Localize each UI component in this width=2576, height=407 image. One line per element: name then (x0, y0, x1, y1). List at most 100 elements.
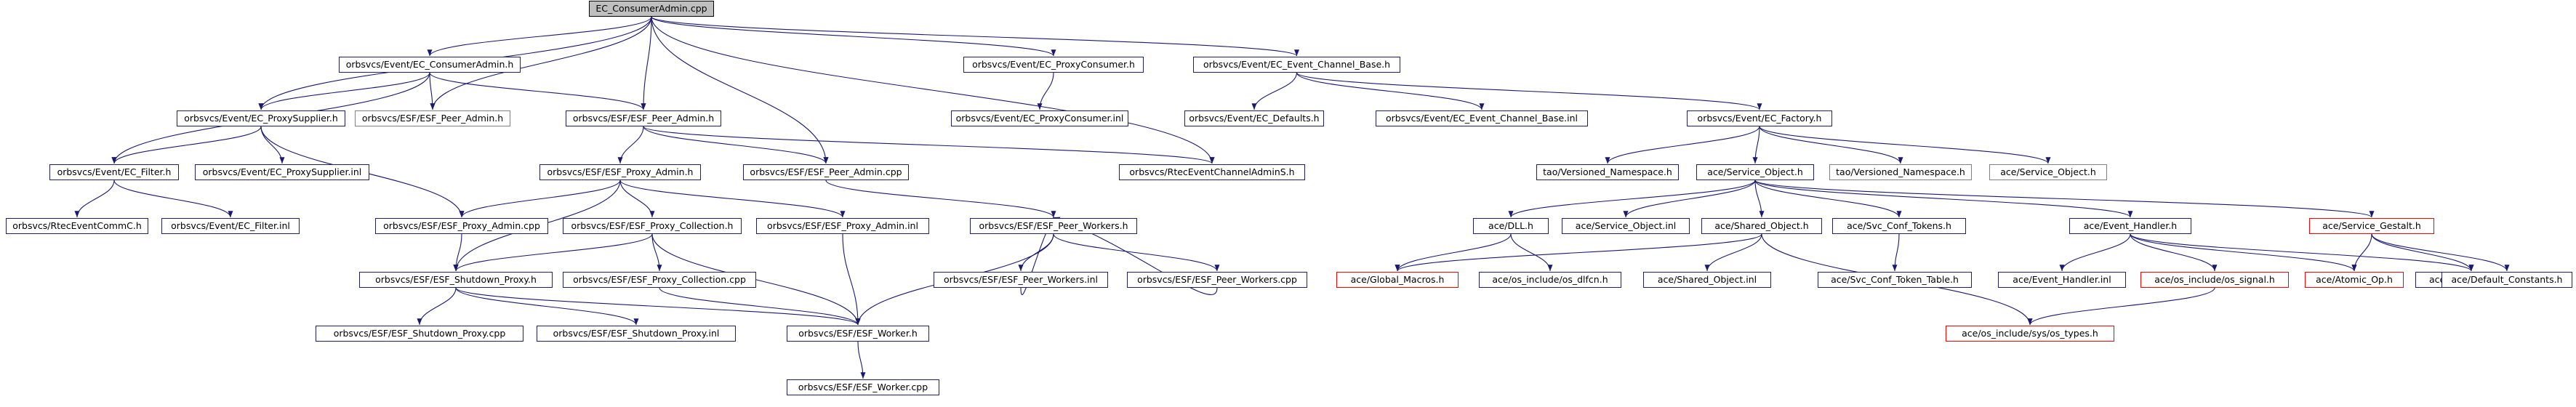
graph-node-label: orbsvcs/RtecEventCommC.h (12, 219, 142, 231)
graph-edge (1037, 72, 1054, 110)
graph-node-orbsvcs-esf-esf-peer-admin-cpp[interactable]: orbsvcs/ESF/ESF_Peer_Admin.cpp (743, 164, 909, 180)
graph-node-orbsvcs-esf-esf-worker-cpp[interactable]: orbsvcs/ESF/ESF_Worker.cpp (787, 379, 939, 395)
graph-node-orbsvcs-event-ec-proxyconsumer-inl[interactable]: orbsvcs/Event/EC_ProxyConsumer.inl (951, 110, 1128, 126)
graph-node-label: orbsvcs/ESF/ESF_Proxy_Admin.inl (767, 219, 918, 231)
graph-node-label: orbsvcs/ESF/ESF_Peer_Workers.cpp (1137, 273, 1297, 285)
graph-node-ace-service-object-h[interactable]: ace/Service_Object.h (1989, 164, 2107, 180)
graph-edge (1018, 233, 1054, 272)
graph-edge (2130, 233, 2218, 272)
graph-edge (651, 16, 1215, 164)
graph-edge (1759, 126, 1903, 164)
graph-edge (1759, 126, 2051, 164)
graph-node-label: ace/os_include/os_dlfcn.h (1492, 273, 1608, 285)
graph-node-orbsvcs-esf-esf-peer-admin-h[interactable]: orbsvcs/ESF/ESF_Peer_Admin.h (355, 110, 510, 126)
graph-node-orbsvcs-event-ec-defaults-h[interactable]: orbsvcs/Event/EC_Defaults.h (1184, 110, 1324, 126)
graph-node-orbsvcs-esf-esf-proxy-admin-cpp[interactable]: orbsvcs/ESF/ESF_Proxy_Admin.cpp (375, 218, 548, 234)
graph-node-label: ace/os_include/sys/os_types.h (1962, 327, 2098, 339)
graph-edge (1251, 72, 1298, 110)
graph-node-orbsvcs-event-ec-factory-h[interactable]: orbsvcs/Event/EC_Factory.h (1687, 110, 1832, 126)
graph-edge (641, 16, 652, 110)
graph-node-label: ace/Shared_Object.inl (1657, 273, 1757, 285)
graph-edge (1892, 233, 1900, 272)
graph-node-orbsvcs-event-ec-filter-h[interactable]: orbsvcs/Event/EC_Filter.h (49, 164, 179, 180)
graph-edge (651, 16, 1299, 57)
graph-edge (2027, 287, 2215, 326)
graph-node-orbsvcs-rteceventchanneladmins-h[interactable]: orbsvcs/RtecEventChannelAdminS.h (1119, 164, 1305, 180)
graph-node-label: ace/os_include/os_signal.h (2154, 273, 2275, 285)
graph-edge (643, 126, 1215, 164)
graph-edge (651, 16, 829, 164)
graph-node-label: orbsvcs/Event/EC_Filter.h (57, 166, 172, 177)
graph-node-ec-consumeradmin-cpp[interactable]: EC_ConsumerAdmin.cpp (589, 1, 714, 17)
graph-edge (1395, 233, 1762, 272)
graph-node-ace-svc-conf-tokens-h[interactable]: ace/Svc_Conf_Tokens.h (1832, 218, 1966, 234)
graph-node-ace-event-handler-inl[interactable]: ace/Event_Handler.inl (1998, 272, 2126, 288)
graph-node-ace-event-handler-h[interactable]: ace/Event_Handler.h (2069, 218, 2191, 234)
graph-node-ace-service-object-h[interactable]: ace/Service_Object.h (1696, 164, 1814, 180)
graph-edge (459, 180, 621, 218)
graph-node-label: ace/Service_Object.inl (1575, 219, 1677, 231)
graph-node-label: orbsvcs/ESF/ESF_Shutdown_Proxy.h (375, 273, 537, 285)
graph-node-ace-atomic-op-h[interactable]: ace/Atomic_Op.h (2305, 272, 2404, 288)
graph-edge (2371, 233, 2474, 272)
graph-node-orbsvcs-event-ec-proxyconsumer-h[interactable]: orbsvcs/Event/EC_ProxyConsumer.h (963, 57, 1144, 73)
graph-node-label: ace/Event_Handler.h (2083, 219, 2178, 231)
graph-edge (2130, 233, 2357, 272)
graph-node-ace-os-include-os-dlfcn-h[interactable]: ace/os_include/os_dlfcn.h (1479, 272, 1621, 288)
graph-node-orbsvcs-event-ec-proxysupplier-inl[interactable]: orbsvcs/Event/EC_ProxySupplier.inl (195, 164, 369, 180)
graph-node-orbsvcs-esf-esf-shutdown-proxy-inl[interactable]: orbsvcs/ESF/ESF_Shutdown_Proxy.inl (537, 326, 736, 342)
graph-node-orbsvcs-event-ec-event-channel-base-inl[interactable]: orbsvcs/Event/EC_Event_Channel_Base.inl (1376, 110, 1588, 126)
graph-node-orbsvcs-event-ec-filter-inl[interactable]: orbsvcs/Event/EC_Filter.inl (161, 218, 300, 234)
graph-node-tao-versioned-namespace-h[interactable]: tao/Versioned_Namespace.h (1536, 164, 1679, 180)
graph-node-ace-dll-h[interactable]: ace/DLL.h (1473, 218, 1549, 234)
graph-node-tao-versioned-namespace-h[interactable]: tao/Versioned_Namespace.h (1829, 164, 1972, 180)
graph-node-orbsvcs-rteceventcommc-h[interactable]: orbsvcs/RtecEventCommC.h (6, 218, 148, 234)
graph-node-orbsvcs-esf-esf-peer-workers-inl[interactable]: orbsvcs/ESF/ESF_Peer_Workers.inl (934, 272, 1108, 288)
graph-node-ace-shared-object-h[interactable]: ace/Shared_Object.h (1701, 218, 1822, 234)
graph-node-orbsvcs-esf-esf-proxy-admin-inl[interactable]: orbsvcs/ESF/ESF_Proxy_Admin.inl (756, 218, 929, 234)
graph-edge (857, 341, 866, 379)
graph-node-label: orbsvcs/ESF/ESF_Peer_Workers.h (979, 219, 1128, 231)
graph-edge (1754, 180, 2375, 218)
graph-edge (430, 16, 652, 110)
graph-node-orbsvcs-esf-esf-shutdown-proxy-h[interactable]: orbsvcs/ESF/ESF_Shutdown_Proxy.h (359, 272, 553, 288)
graph-node-orbsvcs-esf-esf-peer-workers-h[interactable]: orbsvcs/ESF/ESF_Peer_Workers.h (970, 218, 1137, 234)
graph-node-orbsvcs-esf-esf-peer-admin-h[interactable]: orbsvcs/ESF/ESF_Peer_Admin.h (566, 110, 721, 126)
graph-edge (651, 233, 662, 272)
graph-node-ace-os-include-sys-os-types-h[interactable]: ace/os_include/sys/os_types.h (1946, 326, 2114, 342)
graph-node-orbsvcs-esf-esf-proxy-collection-cpp[interactable]: orbsvcs/ESF/ESF_Proxy_Collection.cpp (563, 272, 756, 288)
graph-node-ace-global-macros-h[interactable]: ace/Global_Macros.h (1336, 272, 1458, 288)
graph-edge (427, 16, 652, 57)
graph-node-orbsvcs-esf-esf-peer-workers-cpp[interactable]: orbsvcs/ESF/ESF_Peer_Workers.cpp (1127, 272, 1307, 288)
graph-node-orbsvcs-event-ec-proxysupplier-h[interactable]: orbsvcs/Event/EC_ProxySupplier.h (177, 110, 345, 126)
graph-node-ace-service-object-inl[interactable]: ace/Service_Object.inl (1562, 218, 1690, 234)
graph-node-label: ace/Shared_Object.h (1714, 219, 1809, 231)
graph-node-label: orbsvcs/Event/EC_ProxySupplier.h (184, 112, 338, 124)
graph-node-orbsvcs-esf-esf-worker-h[interactable]: orbsvcs/ESF/ESF_Worker.h (787, 326, 929, 342)
graph-node-ace-service-gestalt-h[interactable]: ace/Service_Gestalt.h (2309, 218, 2434, 234)
graph-node-orbsvcs-event-ec-event-channel-base-h[interactable]: orbsvcs/Event/EC_Event_Channel_Base.h (1193, 57, 1400, 73)
graph-edge (417, 287, 457, 326)
graph-node-label: orbsvcs/Event/EC_ProxyConsumer.h (972, 58, 1135, 70)
graph-node-ace-shared-object-inl[interactable]: ace/Shared_Object.inl (1643, 272, 1771, 288)
graph-node-orbsvcs-esf-esf-proxy-collection-h[interactable]: orbsvcs/ESF/ESF_Proxy_Collection.h (563, 218, 742, 234)
graph-node-ace-os-include-os-signal-h[interactable]: ace/os_include/os_signal.h (2140, 272, 2289, 288)
graph-node-orbsvcs-event-ec-consumeradmin-h[interactable]: orbsvcs/Event/EC_ConsumerAdmin.h (339, 57, 521, 73)
graph-edge (2351, 233, 2372, 272)
graph-node-label: orbsvcs/RtecEventChannelAdminS.h (1129, 166, 1295, 177)
graph-node-orbsvcs-esf-esf-proxy-admin-h[interactable]: orbsvcs/ESF/ESF_Proxy_Admin.h (539, 164, 701, 180)
graph-node-label: ace/Service_Gestalt.h (2322, 219, 2421, 231)
graph-edge (1605, 126, 1760, 164)
graph-edge (651, 16, 1056, 57)
graph-node-label: orbsvcs/ESF/ESF_Peer_Admin.h (572, 112, 715, 124)
graph-node-orbsvcs-esf-esf-shutdown-proxy-cpp[interactable]: orbsvcs/ESF/ESF_Shutdown_Proxy.cpp (316, 326, 523, 342)
graph-node-label: orbsvcs/ESF/ESF_Proxy_Admin.cpp (383, 219, 540, 231)
graph-edge (74, 180, 115, 218)
graph-node-label: orbsvcs/ESF/ESF_Proxy_Collection.cpp (573, 273, 746, 285)
graph-edge (453, 233, 653, 272)
graph-node-label: orbsvcs/ESF/ESF_Proxy_Admin.h (547, 166, 694, 177)
graph-node-ace-default-constants-h[interactable]: ace/Default_Constants.h (2441, 272, 2572, 288)
graph-edge (429, 72, 436, 110)
graph-edge (111, 126, 262, 164)
graph-node-ace-svc-conf-token-table-h[interactable]: ace/Svc_Conf_Token_Table.h (1818, 272, 1972, 288)
